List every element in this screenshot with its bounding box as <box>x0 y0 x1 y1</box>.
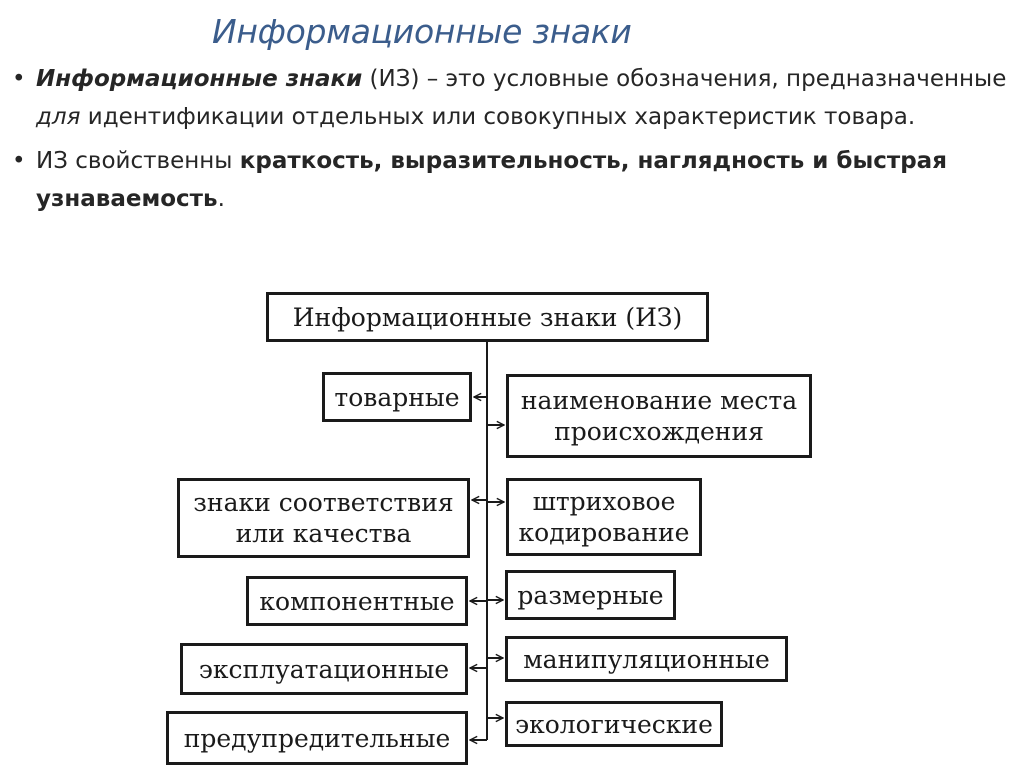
node-komponentnye: компонентные <box>246 576 468 626</box>
node-label-line2: или качества <box>235 519 412 548</box>
node-predupreditelnye: предупредительные <box>166 711 468 765</box>
definition-emphasis: для <box>36 104 81 130</box>
node-label: эксплуатационные <box>198 654 450 684</box>
node-ekologicheskie: экологические <box>505 701 723 747</box>
definition-text-2: идентификации отдельных или совокупных х… <box>80 104 916 130</box>
bullet-dot-icon: • <box>12 66 26 92</box>
node-znaki-sootvetstviya: знаки соответствия или качества <box>177 478 470 558</box>
node-tovarnye: товарные <box>322 372 472 422</box>
diagram-root: Информационные знаки (ИЗ) <box>266 292 709 342</box>
node-label-line2: происхождения <box>554 417 764 446</box>
node-label: знаки соответствия <box>193 488 454 517</box>
node-label: компонентные <box>259 586 455 616</box>
bullet-properties: • ИЗ свойственны краткость, выразительно… <box>12 142 1012 218</box>
node-razmernye: размерные <box>505 570 676 620</box>
bullet-dot-icon: • <box>12 148 26 174</box>
node-label: манипуляционные <box>523 644 770 674</box>
properties-text-1: ИЗ свойственны <box>36 148 240 174</box>
node-shtrikhovoe-kodirovanie: штриховое кодирование <box>506 478 702 556</box>
node-label: наименование места <box>520 386 798 415</box>
node-mesto-proiskhozhdeniya: наименование места происхождения <box>506 374 812 458</box>
properties-text-2: . <box>217 186 225 212</box>
bullet-definition: • Информационные знаки (ИЗ) – это условн… <box>12 60 1012 136</box>
node-label: размерные <box>517 580 664 610</box>
node-label-line2: кодирование <box>518 518 690 547</box>
bullet-list: • Информационные знаки (ИЗ) – это условн… <box>12 60 1012 218</box>
properties-bold: краткость, выразительность, наглядность … <box>36 148 947 212</box>
definition-text-1: (ИЗ) – это условные обозначения, предназ… <box>362 66 1007 92</box>
node-ekspluatatsionnye: эксплуатационные <box>180 643 468 695</box>
node-label: экологические <box>515 709 713 739</box>
slide-title: Информационные знаки <box>212 12 632 51</box>
node-label: предупредительные <box>183 723 451 753</box>
diagram-root-label: Информационные знаки (ИЗ) <box>292 302 683 332</box>
node-label: штриховое <box>532 487 676 516</box>
node-manipulyatsionnye: манипуляционные <box>505 636 788 682</box>
node-label: товарные <box>334 382 460 412</box>
definition-term: Информационные знаки <box>36 66 363 92</box>
